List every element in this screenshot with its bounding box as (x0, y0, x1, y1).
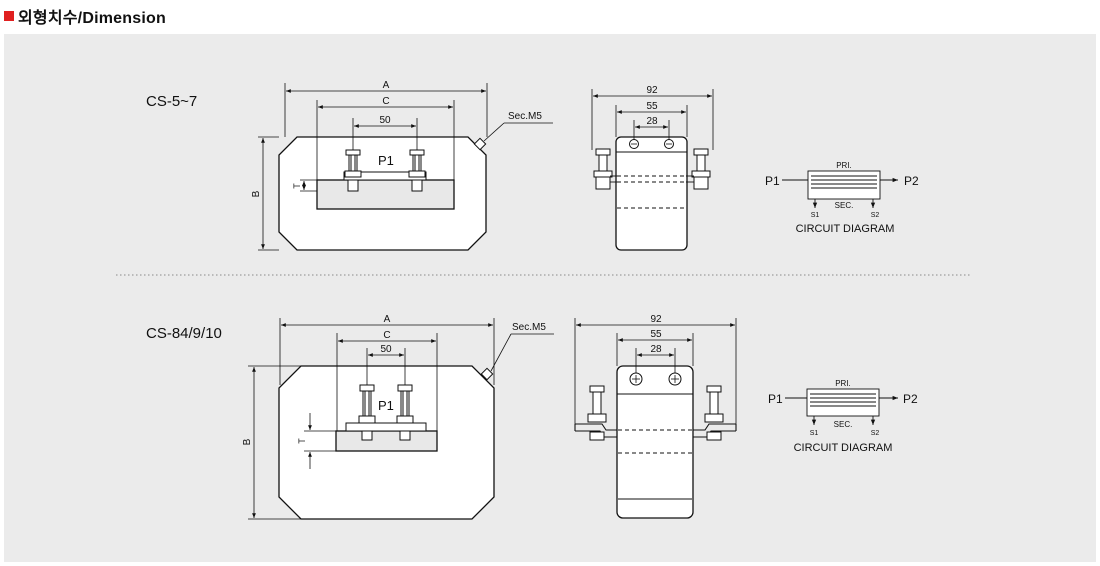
dim-50-label: 50 (380, 344, 392, 355)
circuit-diagram (785, 388, 898, 425)
circuit-s2-label: S2 (871, 212, 880, 219)
front-dimensions (258, 83, 553, 251)
dim-a-label: A (383, 80, 390, 91)
side-bolt-left (587, 385, 607, 441)
side-bolt-right (691, 148, 711, 190)
model-name: CS-84/9/10 (146, 325, 222, 342)
section-title: 외형치수/Dimension (18, 10, 166, 27)
front-dimensions (248, 318, 554, 520)
side-body (616, 365, 694, 519)
section-header: 외형치수/Dimension (4, 4, 166, 28)
circuit-sec-label: SEC. (834, 420, 853, 429)
front-view (278, 136, 487, 251)
circuit-caption: CIRCUIT DIAGRAM (794, 442, 893, 454)
bus-plate (316, 179, 455, 210)
dim-c-label: C (383, 330, 390, 341)
side-view (574, 365, 737, 519)
front-view (278, 365, 495, 520)
secondary-terminal-label: Sec.M5 (512, 322, 546, 333)
circuit-pri-label: PRI. (836, 161, 852, 170)
circuit-p2-label: P2 (904, 174, 919, 188)
primary-label: P1 (378, 398, 394, 413)
side-28-label: 28 (646, 116, 658, 127)
dim-c-label: C (382, 96, 389, 107)
side-28-label: 28 (650, 344, 662, 355)
dimension-panel (4, 34, 1096, 562)
circuit-diagram (782, 170, 898, 208)
side-dimensions (591, 89, 714, 150)
circuit-pri-label: PRI. (835, 379, 851, 388)
side-body (615, 136, 688, 251)
dim-b-label: B (242, 438, 253, 445)
side-92-label: 92 (650, 314, 662, 325)
circuit-p1-label: P1 (765, 174, 780, 188)
model-cs-5-7: CS-5~7 (146, 80, 919, 251)
side-bolt-right (704, 385, 724, 441)
clamp-plate (345, 422, 427, 432)
secondary-terminal-label: Sec.M5 (508, 111, 542, 122)
red-square-icon (4, 11, 14, 21)
secondary-terminal (473, 137, 487, 151)
primary-bolt-left (344, 149, 362, 192)
dim-a-label: A (384, 314, 391, 325)
bus-bar-right (693, 423, 736, 431)
circuit-sec-label: SEC. (835, 201, 854, 210)
side-dimensions (574, 318, 737, 424)
primary-label: P1 (378, 153, 394, 168)
circuit-s2-label: S2 (871, 430, 880, 437)
side-55-label: 55 (646, 101, 658, 112)
side-view (593, 136, 711, 251)
bus-bar-left (575, 423, 617, 431)
dim-t-label: T (297, 438, 307, 444)
circuit-p2-label: P2 (903, 392, 918, 406)
circuit-s1-label: S1 (811, 212, 820, 219)
primary-bolt-right (408, 149, 426, 192)
dim-b-label: B (251, 190, 262, 197)
clamp-plate (343, 171, 427, 181)
side-bolt-left (593, 148, 613, 190)
bus-plate (335, 430, 438, 452)
model-name: CS-5~7 (146, 93, 197, 110)
side-92-label: 92 (646, 85, 658, 96)
dim-50-label: 50 (379, 115, 391, 126)
secondary-terminal (480, 367, 494, 381)
circuit-caption: CIRCUIT DIAGRAM (796, 223, 895, 235)
circuit-s1-label: S1 (810, 430, 819, 437)
side-55-label: 55 (650, 329, 662, 340)
model-cs-84-9-10: CS-84/9/10 (146, 314, 918, 520)
primary-bolt-left (358, 384, 376, 441)
primary-bolt-right (396, 384, 414, 441)
dim-t-label: T (292, 183, 302, 189)
circuit-p1-label: P1 (768, 392, 783, 406)
